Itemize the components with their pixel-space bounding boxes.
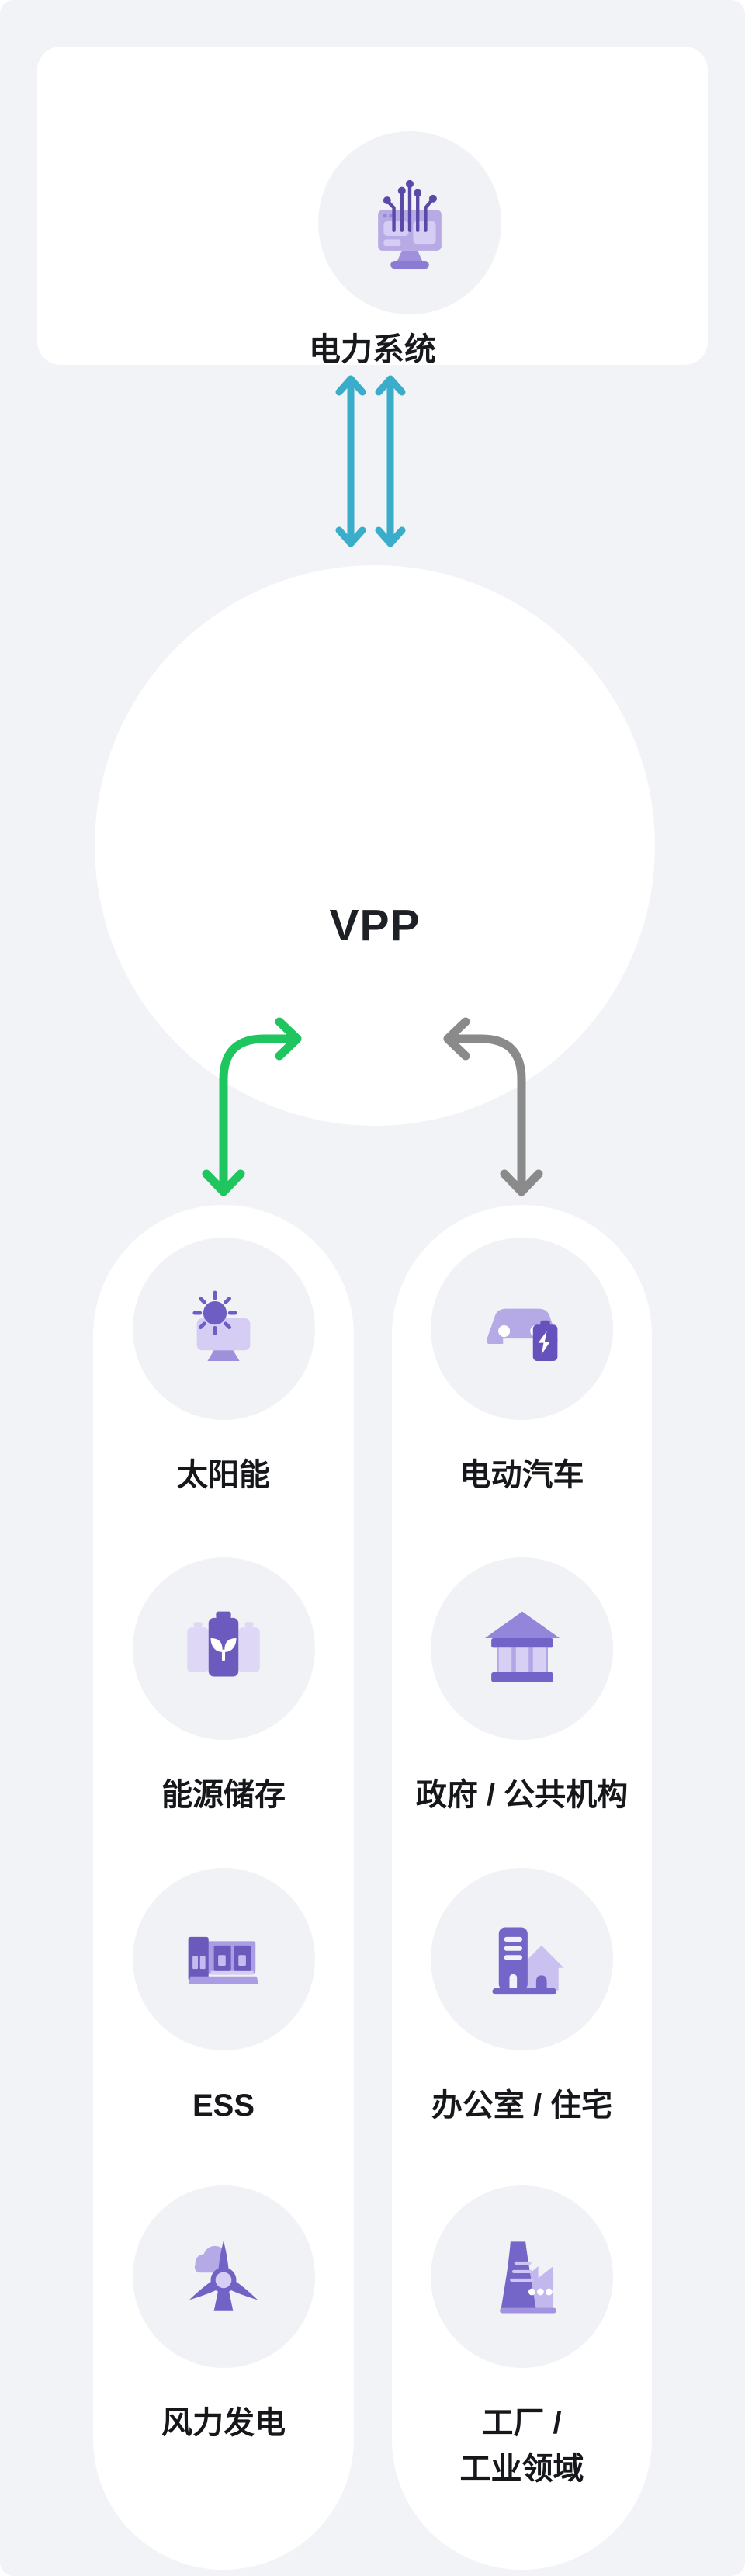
factory-icon bbox=[471, 2224, 573, 2330]
list-item-energy-storage: 能源储存 bbox=[93, 1557, 354, 1818]
consumers-flow-arrow bbox=[443, 1017, 543, 1196]
wind-icon-circle bbox=[132, 2185, 315, 2368]
consumers-column: 电动汽车 政府 / 公共机构 bbox=[392, 1205, 652, 2570]
government-icon-circle bbox=[431, 1557, 613, 1740]
vpp-hub-circle: VPP bbox=[95, 565, 655, 1126]
list-item-ev: 电动汽车 bbox=[392, 1238, 652, 1498]
resources-flow-arrow bbox=[202, 1017, 302, 1196]
item-label: 工厂 / 工业领域 bbox=[459, 2406, 584, 2486]
factory-icon-circle bbox=[431, 2185, 613, 2368]
list-item-factory: 工厂 / 工业领域 bbox=[392, 2185, 652, 2492]
item-label: 电动汽车 bbox=[459, 1458, 584, 1492]
item-label: 办公室 / 住宅 bbox=[431, 2088, 613, 2123]
item-label: 能源储存 bbox=[161, 1778, 286, 1812]
grid-link-arrows bbox=[335, 375, 406, 547]
power-system-icon bbox=[355, 167, 464, 279]
energy-storage-icon-circle bbox=[132, 1557, 315, 1740]
power-system-icon-circle bbox=[318, 131, 501, 314]
list-item-solar: 太阳能 bbox=[93, 1238, 354, 1498]
office-icon bbox=[471, 1906, 573, 2012]
item-label: 风力发电 bbox=[161, 2406, 286, 2440]
list-item-ess: ESS bbox=[93, 1868, 354, 2129]
office-icon-circle bbox=[431, 1868, 613, 2050]
list-item-office: 办公室 / 住宅 bbox=[392, 1868, 652, 2129]
ess-icon-circle bbox=[132, 1868, 315, 2050]
solar-icon bbox=[172, 1276, 275, 1382]
resources-column: 太阳能 能源储存 bbox=[93, 1205, 354, 2570]
vpp-label: VPP bbox=[329, 901, 421, 950]
wind-icon bbox=[172, 2224, 275, 2330]
item-label: ESS bbox=[192, 2088, 255, 2123]
power-system-card: 电力系统 bbox=[37, 47, 708, 367]
power-system-label: 电力系统 bbox=[309, 332, 436, 367]
solar-icon-circle bbox=[132, 1238, 315, 1420]
ess-icon bbox=[172, 1906, 275, 2012]
ev-icon-circle bbox=[431, 1238, 613, 1420]
government-icon bbox=[471, 1595, 573, 1702]
item-label: 太阳能 bbox=[177, 1458, 270, 1492]
energy-storage-icon bbox=[172, 1595, 275, 1702]
list-item-government: 政府 / 公共机构 bbox=[392, 1557, 652, 1818]
list-item-wind: 风力发电 bbox=[93, 2185, 354, 2446]
ev-icon bbox=[471, 1276, 573, 1382]
item-label: 政府 / 公共机构 bbox=[415, 1778, 629, 1812]
